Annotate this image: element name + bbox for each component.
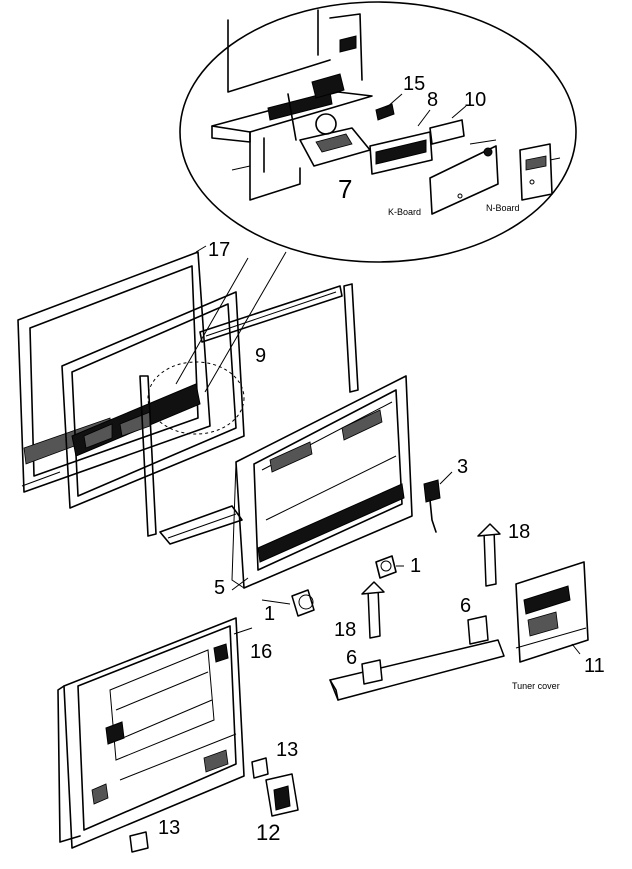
callout-1-right: 1: [410, 555, 422, 577]
callout-13-right: 13: [276, 739, 299, 761]
tuner-cover: [515, 561, 589, 663]
part-3-cable: [423, 471, 453, 533]
callout-6-right: 6: [460, 595, 472, 617]
callout-6-left: 6: [346, 647, 358, 669]
base-stand: [329, 615, 505, 701]
callout-9: 9: [255, 345, 267, 367]
part-1-fitting-b: [291, 589, 315, 617]
callout-18-right: 18: [508, 521, 531, 543]
stand-post-right: [477, 523, 501, 587]
rear-cover: [57, 617, 245, 849]
detail-part-8: [369, 109, 433, 175]
detail-n-board: [519, 143, 561, 201]
callout-5: 5: [214, 577, 226, 599]
callout-16: 16: [250, 641, 273, 663]
detail-chassis-frame: [211, 9, 373, 201]
leader-lines: [231, 565, 404, 635]
part-13-knob-right: [251, 757, 269, 779]
detail-part-10: [429, 105, 467, 145]
detail-magnifier: [175, 1, 577, 393]
label-k-board: K-Board: [388, 207, 422, 217]
callout-8: 8: [427, 89, 439, 111]
label-n-board: N-Board: [486, 203, 520, 213]
callout-13-bottom: 13: [158, 817, 181, 839]
callout-15: 15: [403, 73, 426, 95]
side-brackets: [139, 283, 359, 537]
callout-17: 17: [208, 239, 231, 261]
stand-post-left: [361, 581, 385, 639]
callout-12: 12: [256, 820, 281, 845]
main-chassis: [231, 375, 413, 589]
callout-10: 10: [464, 89, 487, 111]
detail-part-15: [375, 93, 403, 121]
callout-7: 7: [338, 174, 353, 204]
lower-bracket-tray: [159, 505, 243, 545]
part-12-bracket: [265, 773, 299, 817]
label-tuner-cover: Tuner cover: [512, 681, 560, 691]
callout-1-left: 1: [264, 603, 276, 625]
callout-11: 11: [584, 655, 605, 677]
callout-18-left: 18: [334, 619, 357, 641]
screen-filter-panel: [61, 291, 245, 509]
part-1-fitting-a: [375, 555, 397, 579]
detail-k-board: [429, 139, 499, 215]
front-bezel: [17, 245, 211, 493]
part-13-knob-bottom: [129, 831, 149, 853]
callout-3: 3: [457, 456, 469, 478]
